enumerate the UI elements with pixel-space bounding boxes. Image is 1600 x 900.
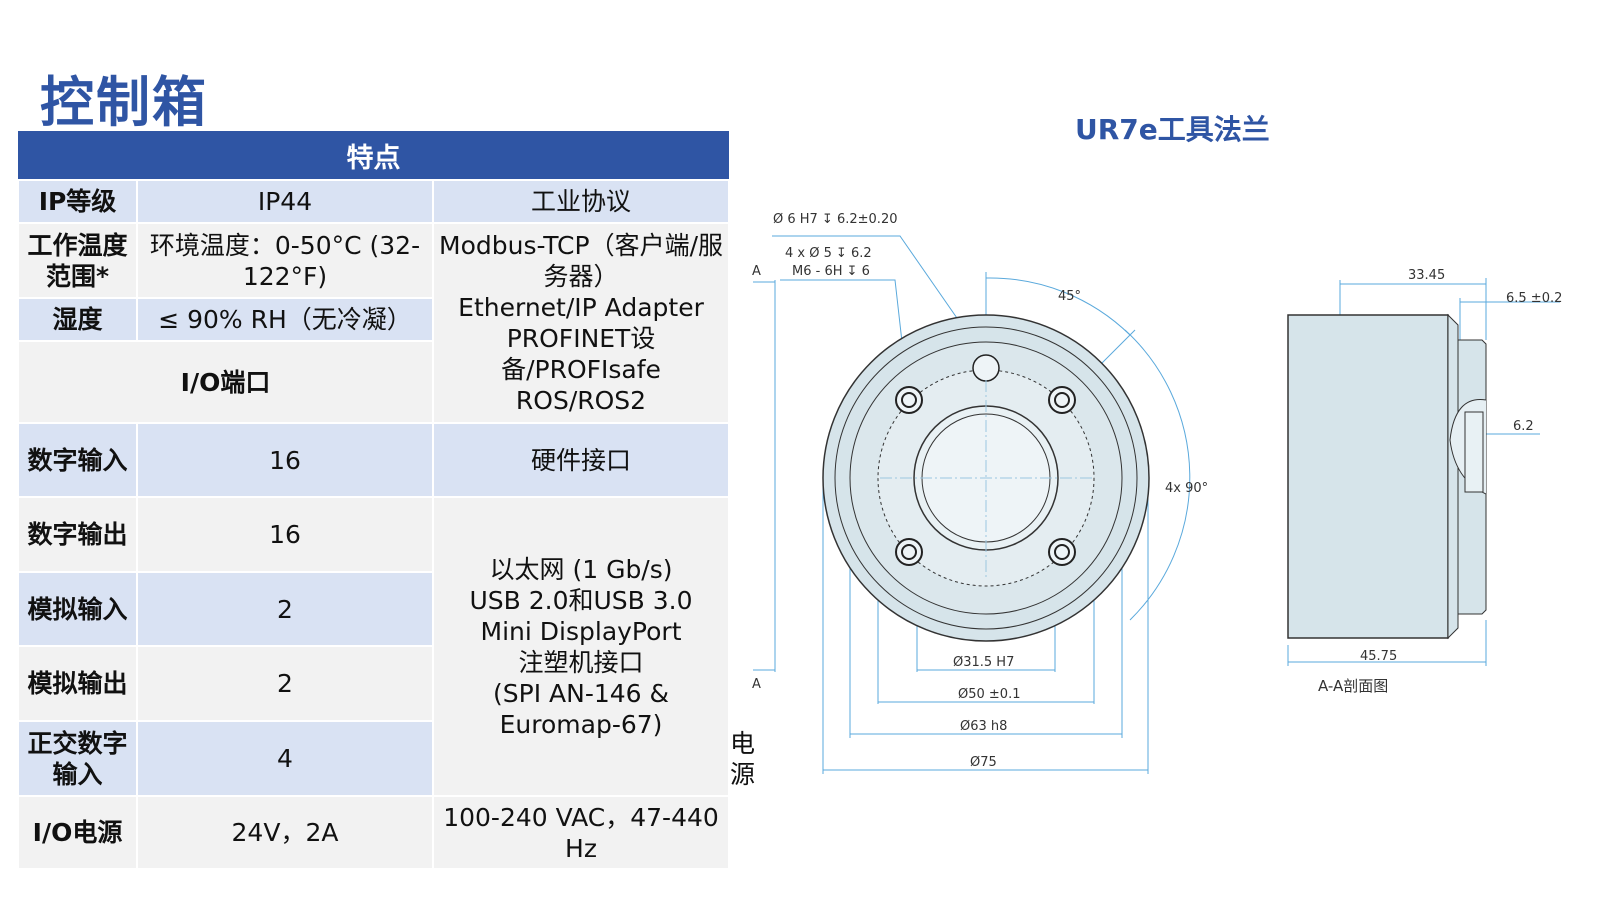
flange-section-view bbox=[1287, 313, 1487, 640]
dim-label: 4 x Ø 5 ↧ 6.2 bbox=[785, 246, 872, 261]
dim-label: Ø63 h8 bbox=[960, 719, 1007, 734]
interface-item: 以太网 (1 Gb/s) bbox=[489, 554, 673, 584]
row-label: 湿度 bbox=[17, 297, 138, 342]
dim-label: 6.2 bbox=[1513, 419, 1534, 434]
dim-label: 45.75 bbox=[1360, 649, 1397, 664]
row-label: 工作温度范围* bbox=[17, 222, 138, 299]
row-label: 模拟输出 bbox=[17, 645, 138, 722]
row-value: 24V，2A bbox=[136, 795, 434, 870]
section-label: 硬件接口 bbox=[431, 422, 731, 498]
dim-label: 33.45 bbox=[1408, 268, 1445, 283]
row-label: IP等级 bbox=[17, 179, 138, 224]
row-value: IP44 bbox=[136, 179, 434, 224]
section-label: 工业协议 bbox=[431, 179, 731, 224]
row-value: ≤ 90% RH（无冷凝） bbox=[136, 297, 434, 342]
protocol-item: PROFINET设备/PROFIsafe bbox=[501, 324, 661, 384]
page-title: 控制箱 bbox=[40, 71, 208, 134]
section-caption: A-A剖面图 bbox=[1318, 677, 1388, 695]
dim-label: Ø75 bbox=[970, 755, 997, 770]
section-marker: A bbox=[752, 264, 761, 279]
row-label: 数字输出 bbox=[17, 496, 138, 573]
flange-drawing: Ø 6 H7 ↧ 6.2±0.20 4 x Ø 5 ↧ 6.2 M6 - 6H … bbox=[752, 212, 1562, 774]
row-value: 2 bbox=[136, 645, 434, 722]
interface-item: Euromap-67) bbox=[499, 709, 663, 739]
dim-label: 45° bbox=[1058, 289, 1081, 304]
row-label: I/O端口 bbox=[17, 340, 434, 424]
row-value: 4 bbox=[136, 720, 434, 797]
row-value: 16 bbox=[136, 496, 434, 573]
row-label: 数字输入 bbox=[17, 422, 138, 498]
drawing-title: UR7e工具法兰 bbox=[1075, 113, 1270, 146]
dim-label: Ø31.5 H7 bbox=[953, 655, 1014, 670]
dim-label: Ø 6 H7 ↧ 6.2±0.20 bbox=[773, 212, 897, 227]
interface-item: 注塑机接口 bbox=[518, 647, 644, 677]
interface-item: (SPI AN-146 & bbox=[493, 678, 670, 708]
pin-hole bbox=[972, 354, 1000, 382]
row-value: 16 bbox=[136, 422, 434, 498]
row-value: 100-240 VAC，47-440 Hz bbox=[431, 795, 731, 870]
protocol-item: Modbus-TCP（客户端/服务器） bbox=[439, 231, 723, 291]
table-header: 特点 bbox=[18, 131, 730, 180]
dim-label: Ø50 ±0.1 bbox=[958, 687, 1020, 702]
protocol-item: Ethernet/IP Adapter bbox=[458, 293, 704, 322]
flange-front-view bbox=[822, 314, 1150, 642]
dim-label: 6.5 ±0.2 bbox=[1506, 291, 1562, 306]
row-label: I/O电源 bbox=[17, 795, 138, 870]
row-label: 正交数字输入 bbox=[17, 720, 138, 797]
interface-item: Mini DisplayPort bbox=[480, 616, 682, 646]
dim-label: M6 - 6H ↧ 6 bbox=[792, 264, 870, 279]
row-value: 2 bbox=[136, 571, 434, 647]
protocol-item: ROS/ROS2 bbox=[515, 386, 647, 415]
interface-item: USB 2.0和USB 3.0 bbox=[469, 585, 693, 615]
section-marker: A bbox=[752, 677, 761, 692]
row-value: 环境温度：0-50°C (32-122°F) bbox=[136, 222, 434, 299]
interfaces-cell: 以太网 (1 Gb/s) USB 2.0和USB 3.0 Mini Displa… bbox=[431, 496, 731, 797]
row-label: 模拟输入 bbox=[17, 571, 138, 647]
dim-label: 4x 90° bbox=[1165, 481, 1208, 496]
protocols-cell: Modbus-TCP（客户端/服务器） Ethernet/IP Adapter … bbox=[431, 222, 731, 424]
